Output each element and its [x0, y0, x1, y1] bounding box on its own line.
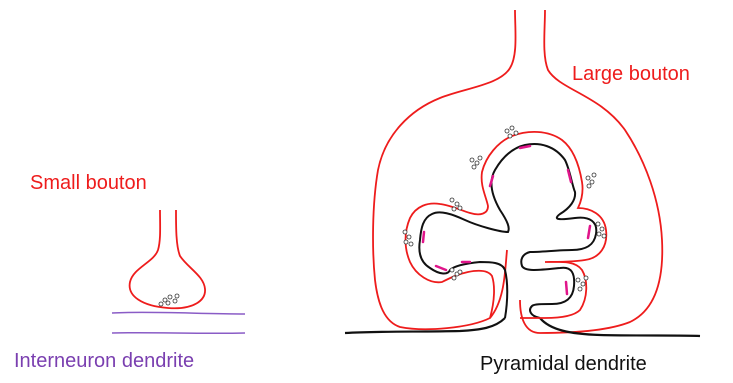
large-bouton-outer-outline [373, 10, 662, 333]
interneuron-dendrite-label: Interneuron dendrite [14, 349, 194, 373]
large-bouton-vesicles [403, 126, 606, 291]
small-bouton-outline [130, 210, 205, 308]
large-bouton-inner-outline [406, 132, 607, 318]
large-bouton-label: Large bouton [572, 62, 690, 86]
interneuron-synapse-group [112, 210, 245, 333]
small-bouton-vesicles [159, 294, 179, 306]
small-bouton-label: Small bouton [30, 171, 147, 195]
interneuron-dendrite-upper-line [112, 312, 245, 314]
interneuron-dendrite-lower-line [112, 333, 245, 334]
pyramidal-dendrite-label: Pyramidal dendrite [480, 352, 647, 376]
pyramidal-synapse-group [345, 10, 700, 336]
pyramidal-spine-outline [419, 144, 596, 318]
